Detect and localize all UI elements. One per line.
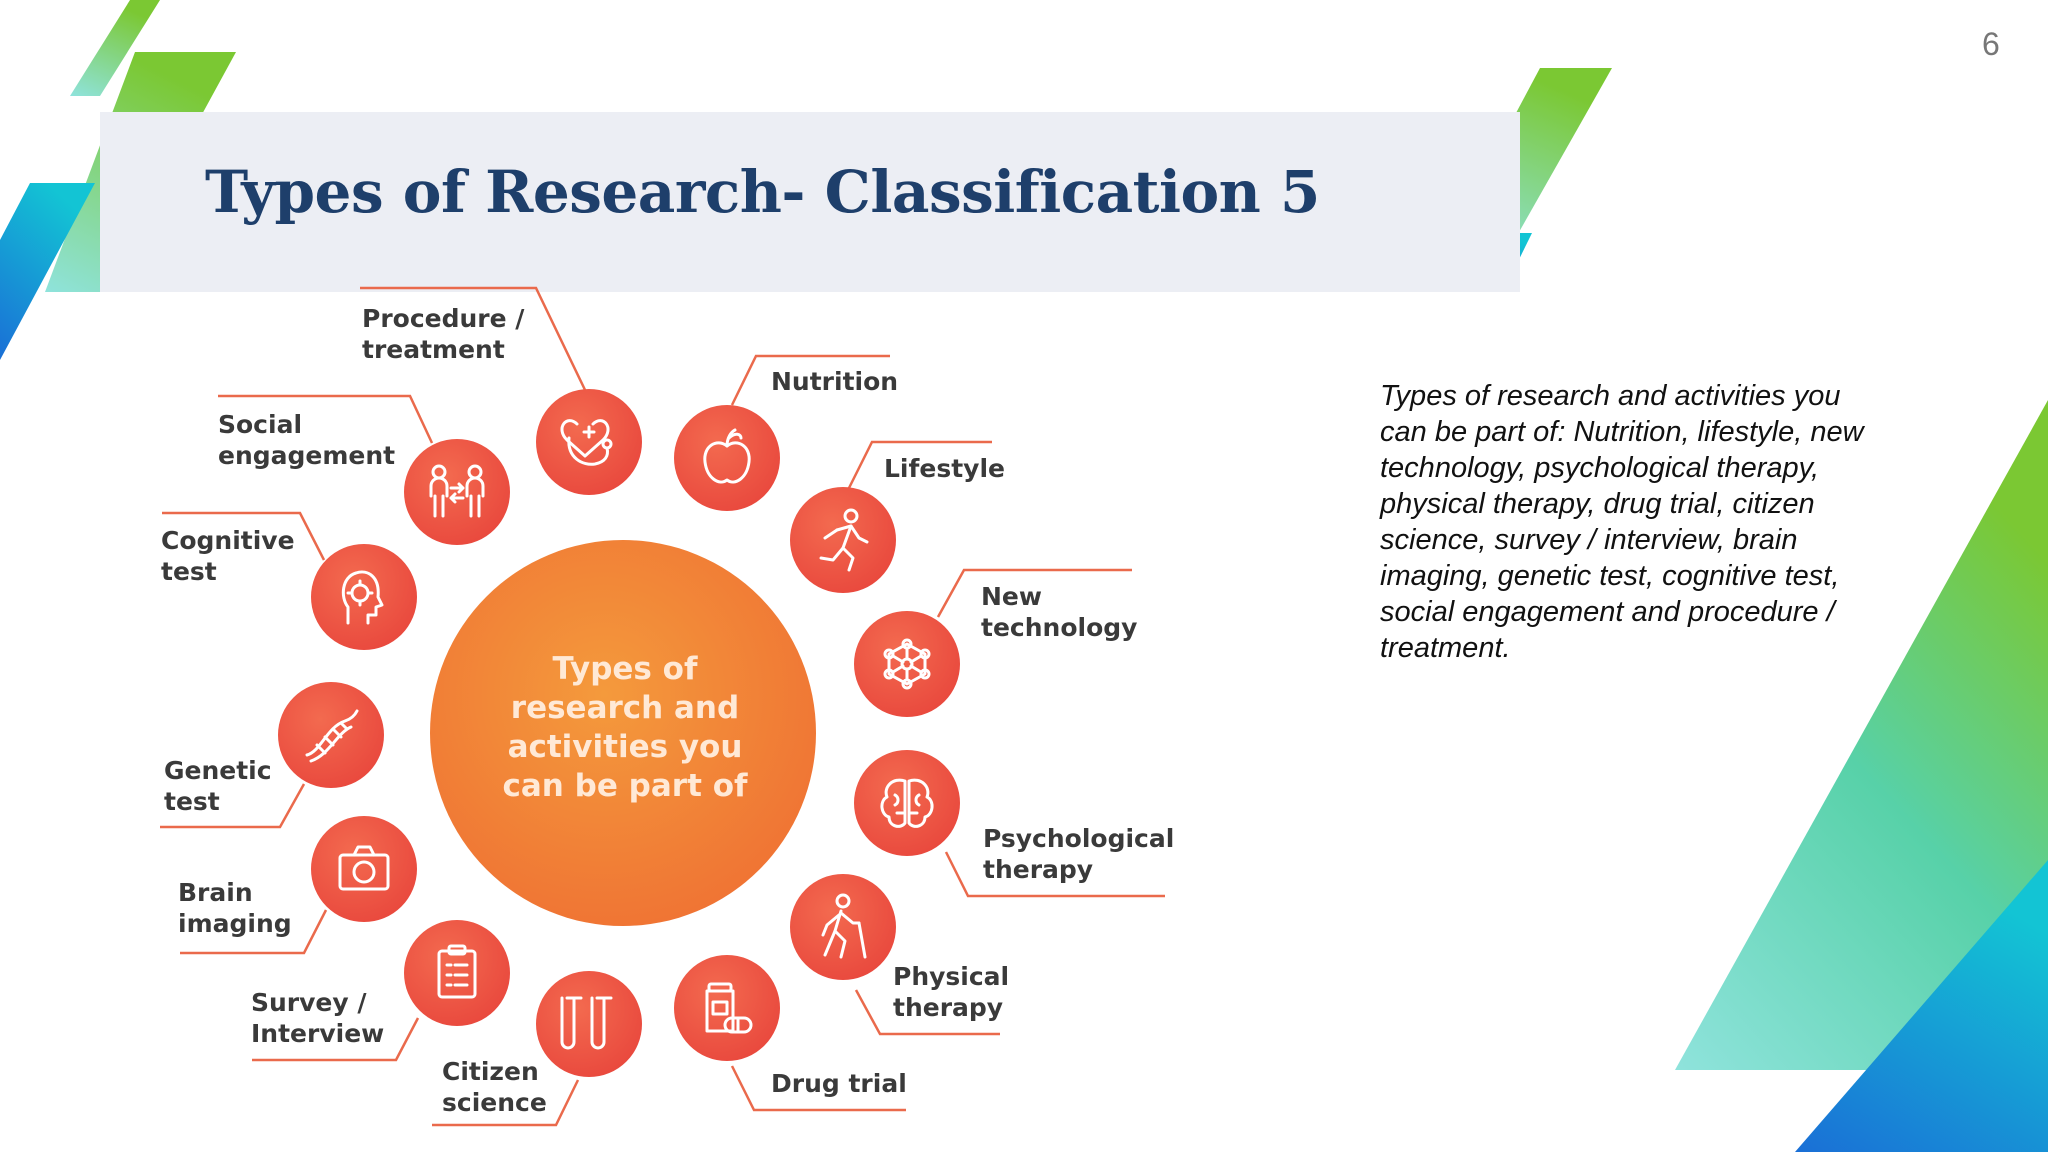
connector bbox=[846, 440, 992, 491]
label-genetic-test: Genetic test bbox=[164, 755, 272, 817]
node-genetic-test bbox=[278, 682, 384, 788]
label-line: test bbox=[164, 787, 220, 816]
title-band bbox=[100, 112, 1520, 292]
node-citizen-science bbox=[536, 971, 642, 1077]
node-new-technology bbox=[854, 611, 960, 717]
label-lifestyle: Lifestyle bbox=[884, 453, 1005, 484]
clipboard-icon bbox=[437, 944, 477, 999]
node-cognitive-test bbox=[311, 544, 417, 650]
label-line: Genetic bbox=[164, 756, 272, 785]
slide-title: Types of Research- Classification 5 bbox=[205, 158, 1320, 226]
label-line: engagement bbox=[218, 441, 396, 470]
label-line: technology bbox=[981, 613, 1138, 642]
label-line: Drug trial bbox=[771, 1069, 907, 1098]
label-line: science bbox=[442, 1088, 547, 1117]
walking-cane-icon bbox=[821, 893, 867, 959]
node-nutrition bbox=[674, 405, 780, 511]
label-drug-trial: Drug trial bbox=[771, 1068, 907, 1099]
label-survey-interview: Survey / Interview bbox=[251, 987, 384, 1049]
center-label-line: research and bbox=[510, 690, 740, 726]
label-line: test bbox=[161, 557, 217, 586]
connector bbox=[360, 286, 588, 393]
node-social-engagement bbox=[404, 439, 510, 545]
medical-heart-stethoscope-icon bbox=[560, 419, 613, 466]
node-drug-trial bbox=[674, 955, 780, 1061]
camera-icon bbox=[338, 845, 390, 891]
label-new-technology: New technology bbox=[981, 581, 1137, 643]
connector bbox=[936, 568, 1132, 618]
label-line: therapy bbox=[893, 993, 1004, 1022]
node-psychological-therapy bbox=[854, 750, 960, 856]
label-line: Cognitive bbox=[161, 526, 295, 555]
center-label-line: can be part of bbox=[502, 768, 748, 804]
node-procedure-treatment bbox=[536, 389, 642, 495]
connector bbox=[252, 1017, 420, 1062]
center-label-line: Types of bbox=[552, 651, 698, 687]
label-line: Procedure / bbox=[362, 304, 525, 333]
label-line: Lifestyle bbox=[884, 454, 1005, 483]
connector bbox=[180, 909, 328, 955]
running-person-icon bbox=[819, 508, 869, 572]
deco-shard bbox=[70, 0, 160, 96]
label-line: Survey / bbox=[251, 988, 367, 1017]
label-line: therapy bbox=[983, 855, 1094, 884]
label-line: Physical bbox=[893, 962, 1010, 991]
head-gear-icon bbox=[341, 570, 384, 625]
label-cognitive-test: Cognitive test bbox=[161, 525, 295, 587]
label-line: New bbox=[981, 582, 1042, 611]
network-molecule-icon bbox=[883, 638, 931, 690]
label-line: Psychological bbox=[983, 824, 1175, 853]
connector bbox=[218, 394, 434, 444]
connector bbox=[854, 989, 1000, 1036]
apple-icon bbox=[703, 428, 751, 484]
page-number: 6 bbox=[1982, 26, 2000, 62]
node-lifestyle bbox=[790, 487, 896, 593]
deco-shard bbox=[0, 183, 95, 360]
label-line: Citizen bbox=[442, 1057, 539, 1086]
two-people-icon bbox=[429, 464, 485, 518]
connector bbox=[162, 511, 326, 561]
deco-shard bbox=[1675, 400, 2048, 1070]
test-tubes-icon bbox=[560, 996, 613, 1050]
center-label: Types of research and activities you can… bbox=[465, 650, 785, 806]
label-brain-imaging: Brain imaging bbox=[178, 877, 292, 939]
label-line: treatment bbox=[362, 335, 505, 364]
label-physical-therapy: Physical therapy bbox=[893, 961, 1009, 1023]
label-line: Interview bbox=[251, 1019, 385, 1048]
label-line: imaging bbox=[178, 909, 292, 938]
label-social-engagement: Social engagement bbox=[218, 409, 395, 471]
brain-icon bbox=[880, 778, 934, 828]
label-line: Social bbox=[218, 410, 303, 439]
dna-icon bbox=[305, 709, 359, 763]
label-psychological-therapy: Psychological therapy bbox=[983, 823, 1174, 885]
description-text: Types of research and activities you can… bbox=[1380, 380, 1864, 664]
label-line: Nutrition bbox=[771, 367, 899, 396]
label-citizen-science: Citizen science bbox=[442, 1056, 547, 1118]
deco-shard bbox=[1795, 860, 2048, 1152]
node-survey-interview bbox=[404, 920, 510, 1026]
label-procedure-treatment: Procedure / treatment bbox=[362, 303, 524, 365]
center-label-line: activities you bbox=[507, 729, 743, 765]
label-nutrition: Nutrition bbox=[771, 366, 898, 397]
label-line: Brain bbox=[178, 878, 253, 907]
connector bbox=[730, 1065, 906, 1112]
connector bbox=[730, 354, 890, 406]
connector bbox=[160, 783, 306, 829]
center-circle bbox=[430, 540, 816, 926]
connector bbox=[944, 851, 1165, 898]
connector bbox=[432, 1079, 580, 1127]
node-physical-therapy bbox=[790, 874, 896, 980]
node-brain-imaging bbox=[311, 816, 417, 922]
pill-bottle-icon bbox=[705, 982, 753, 1034]
